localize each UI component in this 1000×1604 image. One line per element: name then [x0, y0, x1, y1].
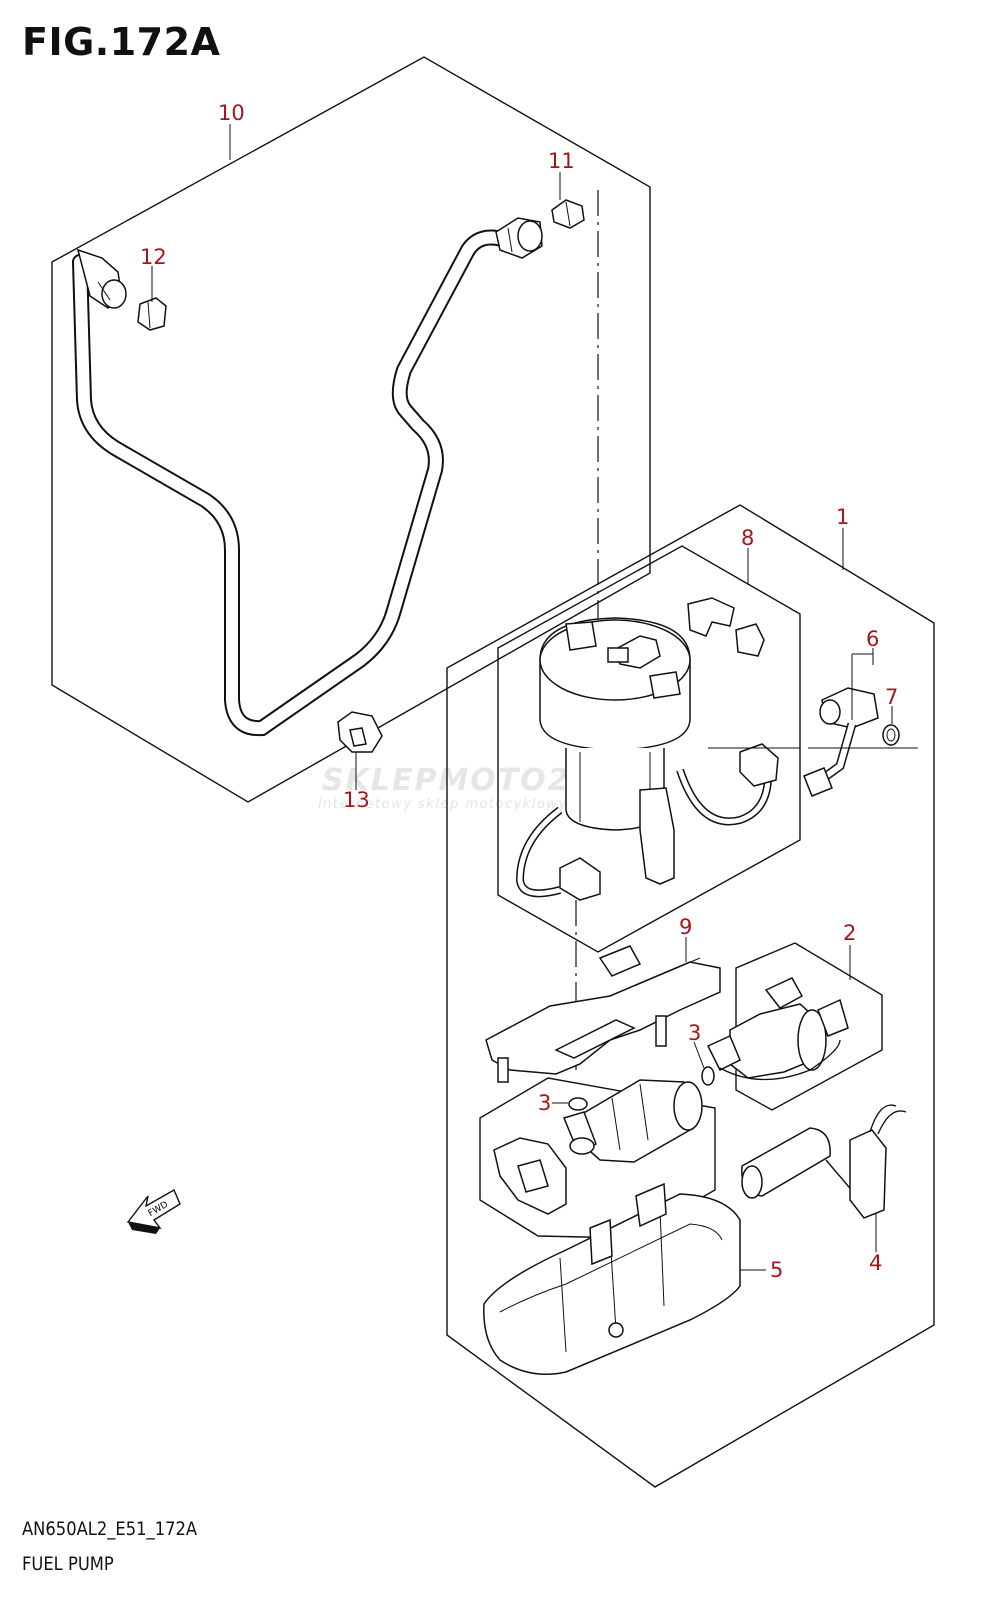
- subassembly-2-outline: [735, 942, 883, 1111]
- lower-tray-9: [483, 1182, 741, 1375]
- hose-connector-left: [76, 248, 127, 309]
- holder-clip: [493, 1137, 567, 1215]
- clip-11: [551, 199, 585, 229]
- fuel-level-sender: [741, 1104, 907, 1219]
- callout-7: 8: [741, 526, 754, 550]
- subassembly-7-outline: [497, 545, 801, 953]
- watermark-tagline: internetowy sklep motocyklowy: [318, 797, 568, 812]
- pump-group-outline: [446, 504, 935, 1488]
- callout-3-left: 3: [538, 1091, 551, 1115]
- callout-3-right: 3: [688, 1021, 701, 1045]
- callout-8: 9: [679, 915, 692, 939]
- figure-code: AN650AL2_E51_172A: [22, 1518, 198, 1540]
- clip-12: [137, 297, 167, 331]
- figure-title: FIG.172A: [22, 20, 221, 64]
- callout-5: 6: [866, 627, 879, 651]
- fwd-arrow-icon: FWD: [126, 1189, 181, 1234]
- o-ring-3-left: [568, 1097, 588, 1111]
- pump-flange: [539, 617, 691, 751]
- filter-strainer: [562, 1079, 703, 1163]
- pump-body: [565, 748, 675, 885]
- callout-10: 10: [218, 101, 245, 125]
- leader-lines: [151, 124, 893, 1271]
- callout-11: 11: [548, 149, 575, 173]
- callout-9: 5: [770, 1258, 783, 1282]
- hose-group-outline: [51, 56, 651, 803]
- callout-2: 2: [843, 921, 856, 945]
- callout-1: 1: [836, 505, 849, 529]
- retainer-clips: [687, 597, 765, 657]
- callouts: 10 11 12 13 1 8 6 7 2 9 3 3 4 5: [140, 101, 898, 1282]
- callout-12: 12: [140, 245, 167, 269]
- figure-name: FUEL PUMP: [22, 1553, 114, 1575]
- clip-13: [337, 711, 383, 753]
- o-ring-3-right: [701, 1066, 715, 1086]
- callout-6: 7: [885, 685, 898, 709]
- fuel-pump-motor: [706, 977, 849, 1081]
- wiring-harness: [515, 743, 779, 901]
- callout-4: 4: [869, 1251, 882, 1275]
- bracket-8: [485, 945, 721, 1083]
- o-ring-6: [882, 724, 900, 746]
- hose-connector-right: [495, 217, 543, 259]
- callout-13: 13: [343, 788, 370, 812]
- fuel-hose: [72, 229, 513, 737]
- fitting-5: [803, 687, 879, 797]
